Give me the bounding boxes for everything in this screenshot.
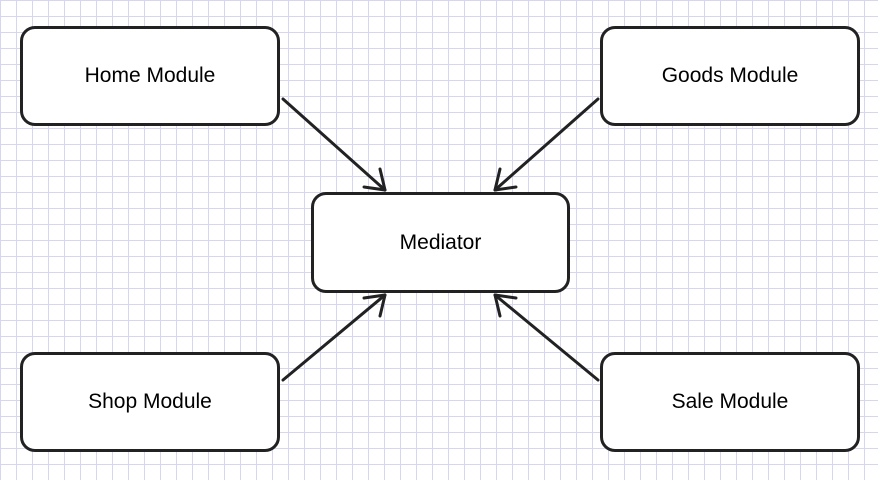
arrow-sale-to-mediator: [493, 293, 600, 382]
arrow-home-to-mediator: [281, 97, 387, 192]
shop-module-label: Shop Module: [88, 390, 212, 413]
mediator-node[interactable]: Mediator: [311, 192, 570, 293]
shop-module-node[interactable]: Shop Module: [20, 352, 280, 452]
mediator-label: Mediator: [399, 230, 482, 254]
arrow-goods-to-mediator: [493, 97, 600, 192]
goods-module-label: Goods Module: [661, 64, 799, 87]
goods-module-node[interactable]: Goods Module: [600, 26, 860, 126]
sale-module-label: Sale Module: [671, 390, 789, 413]
home-module-node[interactable]: Home Module: [20, 26, 280, 126]
arrow-shop-to-mediator: [281, 293, 387, 382]
home-module-label: Home Module: [84, 64, 216, 87]
sale-module-node[interactable]: Sale Module: [600, 352, 860, 452]
